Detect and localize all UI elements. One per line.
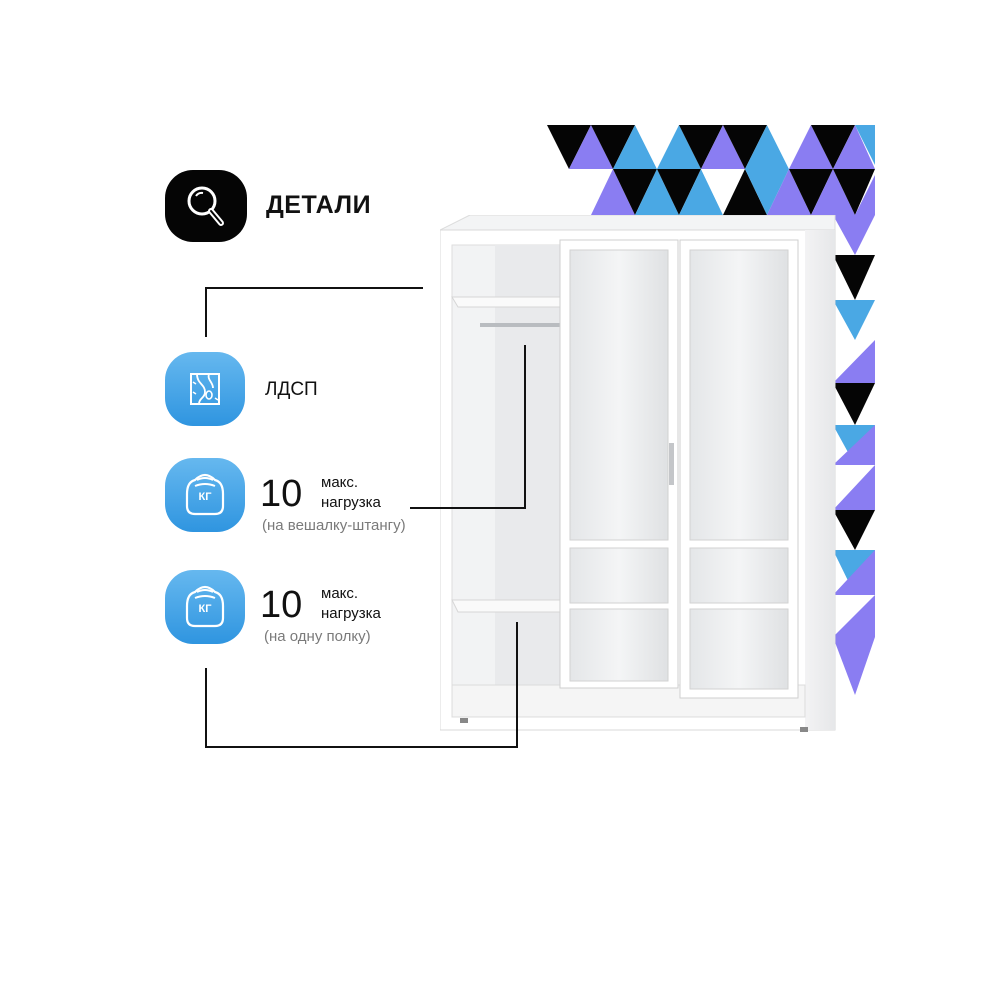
rail-load-badge: КГ: [165, 458, 245, 532]
kg-icon-text: КГ: [198, 603, 212, 615]
connector-line-top-vertical: [205, 287, 207, 337]
section-title: ДЕТАЛИ: [266, 191, 372, 219]
kg-icon-text: КГ: [198, 491, 212, 503]
triangle-pattern-background: [547, 125, 875, 695]
connector-line-bottom-horizontal: [205, 746, 518, 748]
connector-line-top-horizontal: [205, 287, 423, 289]
connector-line-rail-horizontal: [410, 507, 526, 509]
shelf-load-note: (на одну полку): [264, 628, 371, 645]
details-badge: [165, 170, 247, 242]
wood-board-icon: [190, 373, 220, 405]
rail-load-note: (на вешалку-штангу): [262, 517, 406, 534]
shelf-load-label-line2: нагрузка: [321, 605, 381, 622]
magnifier-icon: [187, 186, 224, 226]
weight-kg-icon: [185, 473, 225, 516]
material-label: ЛДСП: [265, 379, 318, 400]
wardrobe-image: [440, 215, 836, 732]
rail-load-label-line2: нагрузка: [321, 494, 381, 511]
rail-load-label-line1: макс.: [321, 474, 359, 491]
material-badge: [165, 352, 245, 426]
shelf-load-value: 10: [260, 584, 303, 626]
shelf-load-badge: КГ: [165, 570, 245, 644]
connector-line-shelf-vertical: [516, 622, 518, 748]
shelf-load-label-line1: макс.: [321, 585, 359, 602]
connector-line-rail-vertical: [524, 345, 526, 509]
rail-load-value: 10: [260, 473, 303, 515]
connector-line-bottom-vertical: [205, 668, 207, 748]
weight-kg-icon: [185, 585, 225, 628]
